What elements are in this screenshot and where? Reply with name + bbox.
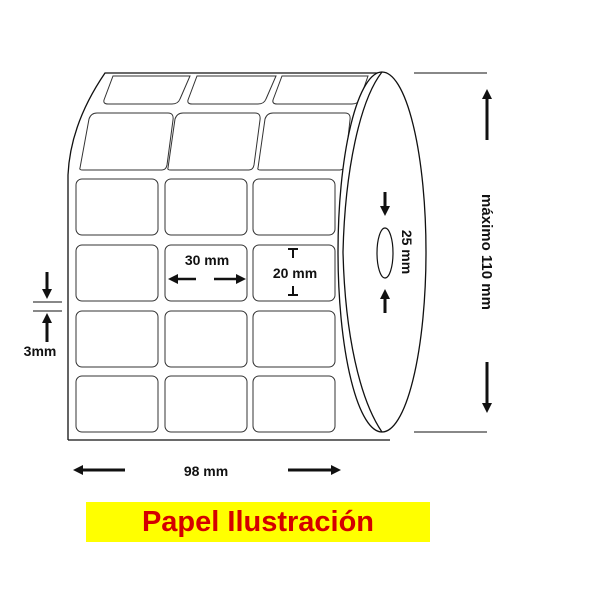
roll-width-text: 98 mm bbox=[184, 463, 228, 479]
label-height-arrows bbox=[288, 248, 298, 296]
max-diameter-dimension bbox=[414, 72, 492, 433]
gap-text: 3mm bbox=[24, 343, 57, 359]
labels-curved bbox=[79, 75, 369, 171]
roll-body bbox=[67, 72, 390, 441]
gap-dimension bbox=[33, 272, 62, 342]
label-width-text: 30 mm bbox=[185, 252, 229, 268]
core-diameter-text: 25 mm bbox=[399, 230, 415, 274]
roll-core-hole bbox=[376, 227, 394, 279]
label-height-text: 20 mm bbox=[273, 265, 317, 281]
max-diameter-text: máximo 110 mm bbox=[478, 194, 495, 310]
labels-grid bbox=[75, 178, 336, 433]
paper-type-banner: Papel Ilustración bbox=[86, 502, 430, 542]
